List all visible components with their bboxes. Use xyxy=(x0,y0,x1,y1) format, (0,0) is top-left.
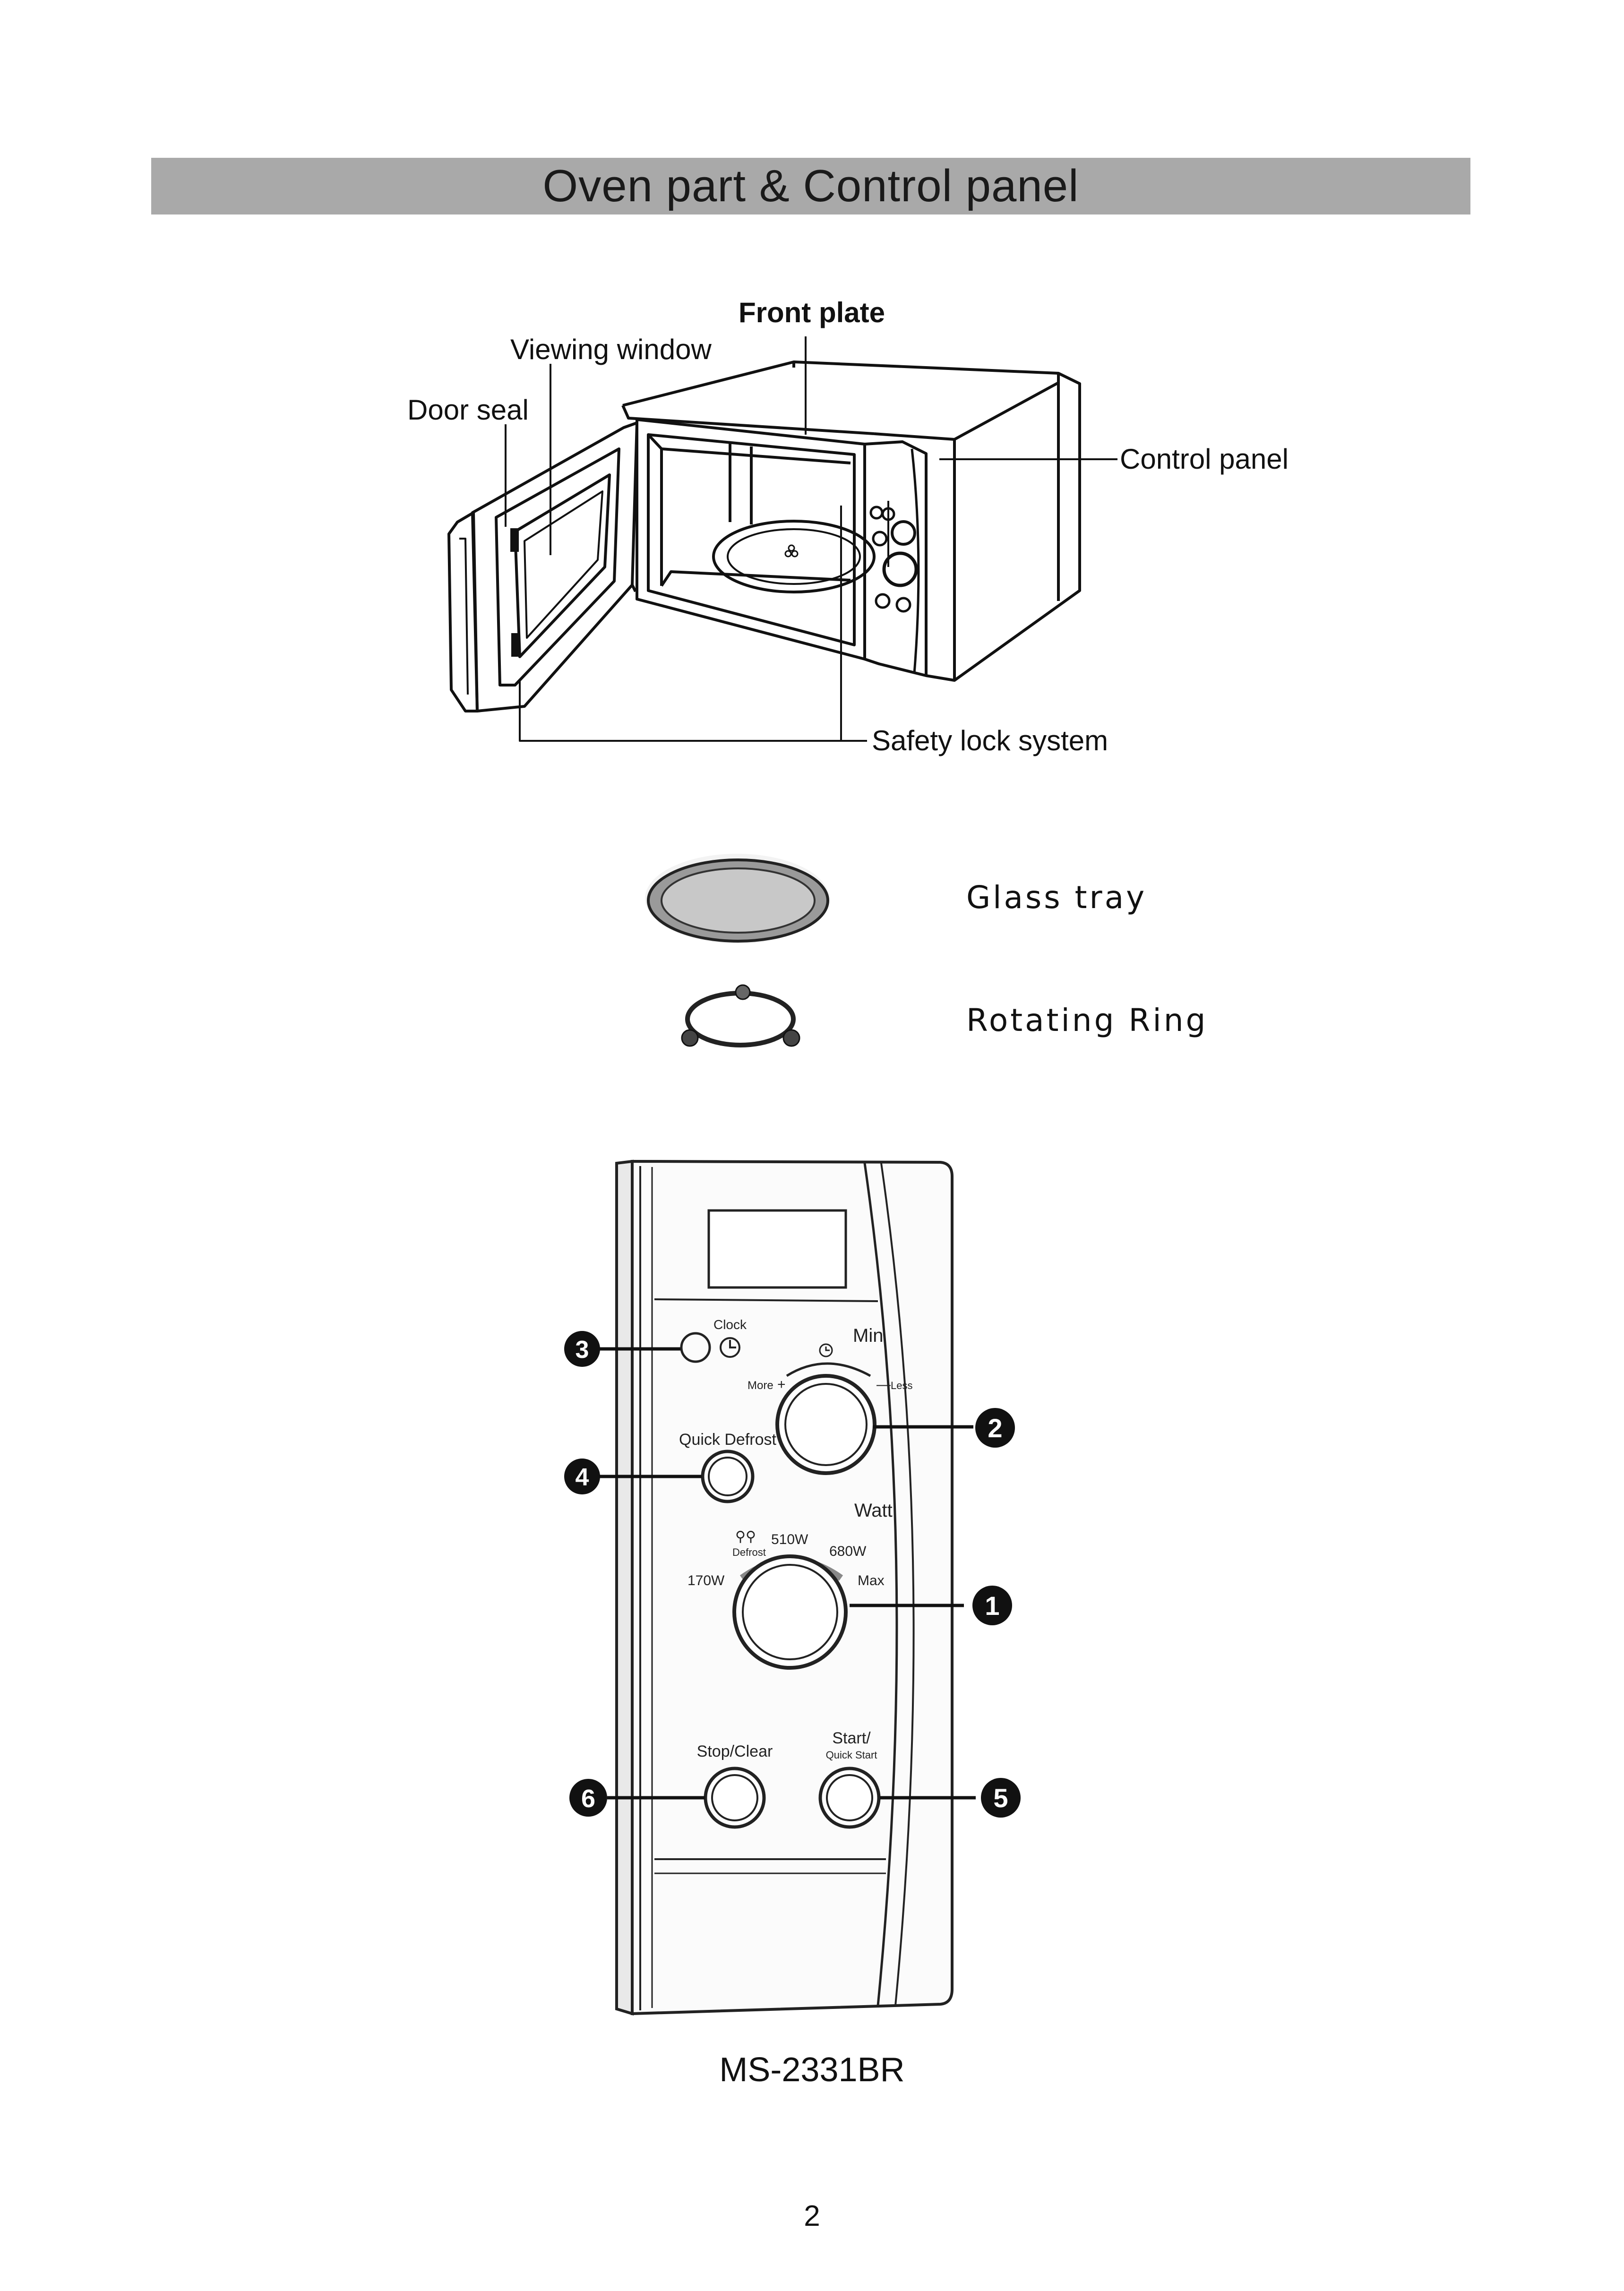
callout-4: 4 xyxy=(564,1459,600,1494)
more-plus: + xyxy=(777,1377,786,1392)
svg-text:3: 3 xyxy=(576,1336,589,1364)
svg-text:5: 5 xyxy=(993,1783,1008,1813)
quick-start-label: Quick Start xyxy=(826,1749,877,1761)
callout-3: 3 xyxy=(564,1331,600,1367)
svg-text:6: 6 xyxy=(581,1785,595,1813)
viewing-window-label: Viewing window xyxy=(510,334,712,365)
more-label: More xyxy=(748,1379,773,1392)
stop-clear-label: Stop/Clear xyxy=(697,1742,773,1760)
microwave-illustration xyxy=(449,336,1117,741)
front-plate-label: Front plate xyxy=(739,297,885,328)
svg-text:1: 1 xyxy=(985,1591,999,1621)
start-label: Start/ xyxy=(832,1729,871,1747)
watt-label: Watt xyxy=(854,1500,893,1521)
glass-tray-label: Glass tray xyxy=(966,879,1147,916)
svg-text:2: 2 xyxy=(988,1413,1002,1443)
safety-lock-label: Safety lock system xyxy=(872,725,1108,756)
min-label: Min xyxy=(853,1325,883,1346)
callout-1: 1 xyxy=(972,1586,1012,1625)
model-number: MS-2331BR xyxy=(0,2051,1624,2089)
rotating-ring-illustration xyxy=(682,985,799,1046)
rotating-ring-label: Rotating Ring xyxy=(966,1002,1208,1038)
clock-label: Clock xyxy=(713,1317,747,1332)
power-170-label: 170W xyxy=(687,1573,725,1588)
quick-defrost-label: Quick Defrost xyxy=(679,1431,776,1449)
power-510-label: 510W xyxy=(771,1532,808,1547)
power-680-label: 680W xyxy=(829,1544,867,1559)
glass-tray-illustration xyxy=(645,854,829,944)
callout-5: 5 xyxy=(981,1778,1021,1818)
callout-2: 2 xyxy=(975,1408,1015,1448)
svg-text:4: 4 xyxy=(576,1464,589,1491)
control-panel-label: Control panel xyxy=(1120,443,1289,475)
defrost-icon: ⚲⚲ xyxy=(735,1529,756,1544)
defrost-label: Defrost xyxy=(732,1546,766,1558)
max-label: Max xyxy=(858,1573,885,1588)
page-number: 2 xyxy=(0,2199,1624,2233)
less-dash: — xyxy=(876,1377,891,1392)
control-panel-illustration xyxy=(595,1161,976,2014)
less-label: Less xyxy=(891,1380,912,1391)
callout-6: 6 xyxy=(569,1779,607,1817)
door-seal-label: Door seal xyxy=(407,394,529,426)
